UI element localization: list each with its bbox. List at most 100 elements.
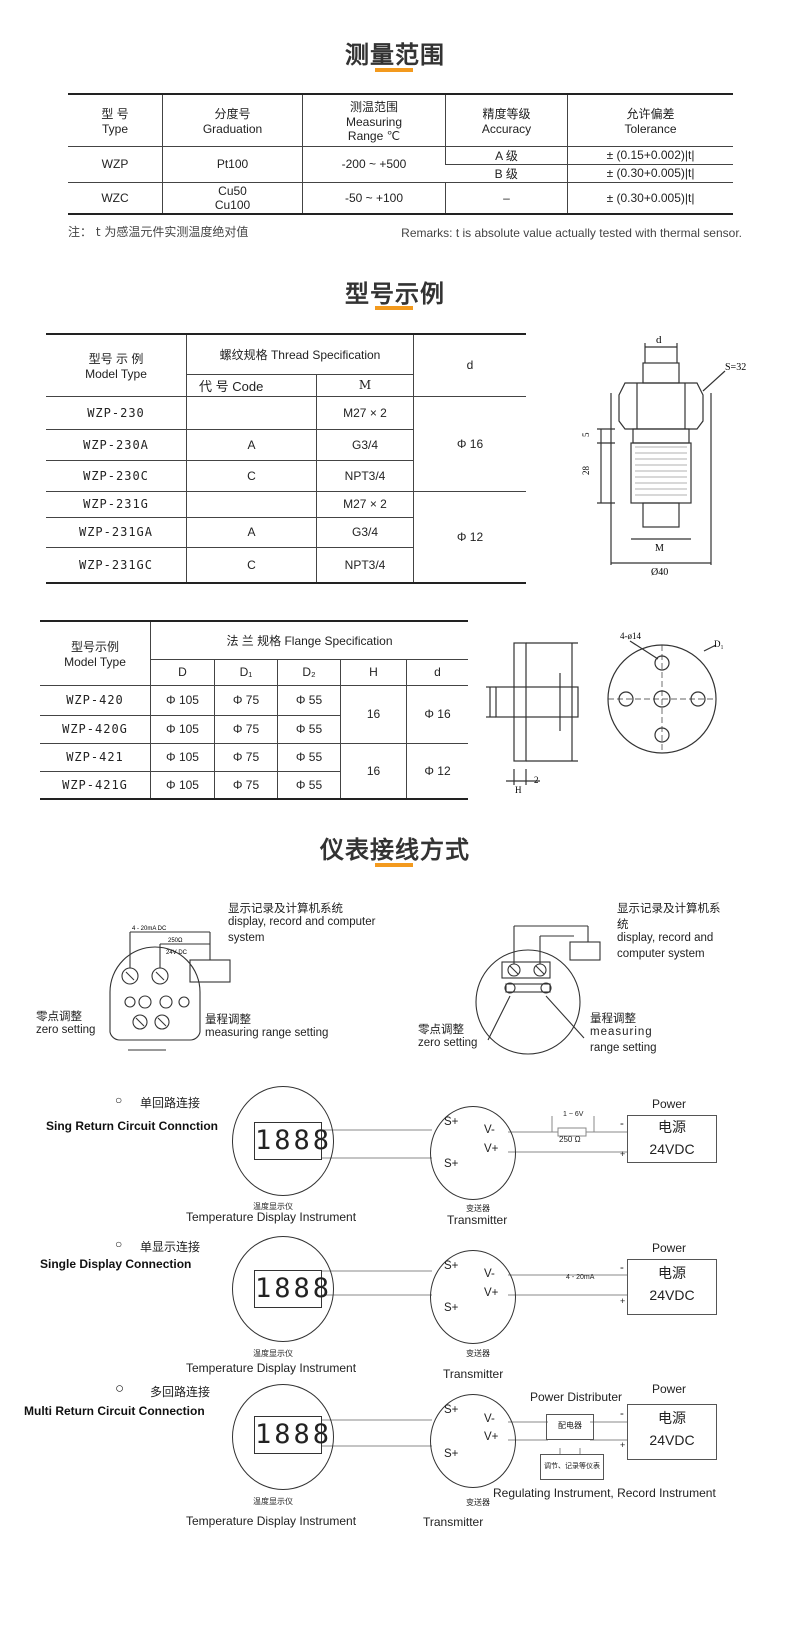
header-col: D₂: [277, 659, 341, 686]
table-row-model: WZP-230C: [46, 460, 187, 492]
cell-D: Φ 105: [150, 743, 215, 772]
terminal-v-plus: V+: [484, 1143, 499, 1155]
wiring-lines-1: [322, 1116, 628, 1159]
header-m: M: [316, 374, 414, 397]
cell-d: Φ 16: [413, 396, 526, 492]
table-row-model: WZP-420: [40, 685, 151, 716]
cell-d: Φ 12: [406, 743, 468, 800]
diagram-title-en: Multi Return Circuit Connection: [24, 1404, 205, 1418]
holes-label: 4-ø14: [620, 631, 641, 641]
cell-code: C: [186, 547, 317, 584]
minus-sign: -: [620, 1262, 624, 1274]
cell-H: 16: [340, 743, 407, 800]
thread-fitting-drawing: d S=32 5 28 M Ø40: [581, 334, 746, 578]
section-title-range: 测量范围: [345, 41, 445, 69]
cell-D: Φ 105: [150, 771, 215, 800]
range-label-cn: 量程调整: [205, 1014, 251, 1026]
cell-D1: Φ 75: [214, 685, 278, 716]
cell-m: M27 × 2: [316, 491, 414, 518]
power-label: Power: [652, 1097, 687, 1111]
cell-d: Φ 12: [413, 491, 526, 584]
wiring-lines-2: [322, 1270, 628, 1296]
table-row-model: WZP-230: [46, 396, 187, 430]
title-underline: [375, 863, 413, 867]
cell-grad: Pt100: [162, 146, 303, 183]
dim-dia-label: Ø40: [651, 567, 668, 578]
regulating-box: 调节、记录等仪表: [540, 1454, 604, 1480]
cell-acc: B 级: [445, 164, 568, 183]
transmitter-label-en: Transmitter: [443, 1367, 504, 1381]
transmitter-label-cn: 变送器: [466, 1204, 490, 1213]
table-row-model: WZP-230A: [46, 429, 187, 461]
cell-range: -50 ~ +100: [302, 182, 446, 215]
vdc-label: 24V DC: [166, 950, 188, 956]
ohm-label: 250Ω: [168, 938, 183, 944]
header-d: d: [413, 334, 526, 397]
cell-D: Φ 105: [150, 685, 215, 716]
plus-sign: +: [620, 1149, 626, 1159]
d1-label: D₁: [714, 639, 724, 649]
ma-label: 4 - 20mA DC: [132, 926, 167, 932]
cell-D2: Φ 55: [277, 743, 341, 772]
cell-type: WZC: [68, 182, 163, 215]
dim-5-label: 5: [581, 432, 591, 437]
extra-label: 4 - 20mA: [566, 1274, 595, 1281]
cell-code: A: [186, 517, 317, 548]
cell-code: C: [186, 460, 317, 492]
zero-label-cn: 零点调整: [418, 1024, 464, 1036]
note-cn: 注： t 为感温元件实测温度绝对值: [68, 225, 249, 239]
sys-label-cn: 显示记录及计算机系统: [228, 903, 343, 915]
cell-code: [186, 396, 317, 430]
cell-range: -200 ~ +500: [302, 146, 446, 183]
terminal-head-right: [475, 925, 601, 1055]
terminal-s-plus: S+: [444, 1158, 459, 1170]
extra-label: 1 ~ 6V: [563, 1111, 584, 1118]
dim-d-label: d: [656, 334, 662, 346]
cell-m: NPT3/4: [316, 547, 414, 584]
display-label-cn: 温度显示仪: [253, 1349, 293, 1358]
terminal-v-plus: V+: [484, 1431, 499, 1443]
header-col: d: [406, 659, 468, 686]
display-digits: 1888: [254, 1270, 329, 1308]
cell-code: [186, 491, 317, 518]
section-title-model: 型号示例: [345, 280, 445, 308]
terminal-v-minus: V-: [484, 1124, 495, 1136]
transmitter-label-cn: 变送器: [466, 1498, 490, 1507]
cell-D1: Φ 75: [214, 743, 278, 772]
flange-side-drawing: H 2: [486, 642, 579, 795]
terminal-s-plus: S+: [444, 1302, 459, 1314]
note-en: Remarks: t is absolute value actually te…: [401, 226, 742, 240]
title-underline: [375, 68, 413, 72]
transmitter-label-cn: 变送器: [466, 1349, 490, 1358]
sys-label-en: computer system: [617, 948, 705, 960]
header-col: D₁: [214, 659, 278, 686]
display-digits: 1888: [254, 1122, 329, 1160]
zero-label-en: zero setting: [36, 1024, 96, 1036]
cell-m: G3/4: [316, 429, 414, 461]
cell-D1: Φ 75: [214, 771, 278, 800]
title-underline: [375, 306, 413, 310]
power-label: Power: [652, 1241, 687, 1255]
terminal-v-minus: V-: [484, 1413, 495, 1425]
display-instrument: [232, 1236, 334, 1342]
diagram-title-cn: 单回路连接: [140, 1096, 201, 1110]
transmitter: [430, 1106, 516, 1200]
regulating-label: Regulating Instrument, Record Instrument: [493, 1486, 716, 1500]
minus-sign: -: [620, 1118, 624, 1130]
header-flange: 法 兰 规格 Flange Specification: [150, 621, 468, 660]
display-label-en: Temperature Display Instrument: [186, 1361, 357, 1375]
terminal-s-plus: S+: [444, 1260, 459, 1272]
cell-m: M27 × 2: [316, 396, 414, 430]
cell-tol: ± (0.15+0.002)|t|: [567, 146, 733, 165]
terminal-s-plus: S+: [444, 1448, 459, 1460]
cell-D1: Φ 75: [214, 715, 278, 744]
minus-sign: -: [620, 1408, 624, 1420]
